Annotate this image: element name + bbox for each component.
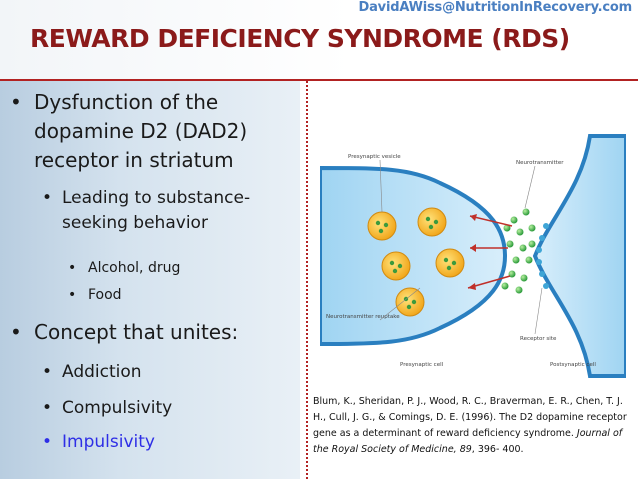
bullet-text: Food <box>88 287 122 303</box>
slide-title: REWARD DEFICIENCY SYNDROME (RDS) <box>30 24 570 53</box>
citation-authors: Blum, K., Sheridan, P. J., Wood, R. C., … <box>313 396 627 439</box>
bullet-dot: • <box>42 188 53 208</box>
bullet-dot: • <box>68 260 77 276</box>
bullet-dot: • <box>68 287 77 303</box>
watermark: DavidAWiss@NutritionInRecovery.com <box>358 0 633 15</box>
arrowheads <box>468 214 477 290</box>
vertical-divider <box>306 81 308 479</box>
bullet-dot: • <box>42 432 53 452</box>
bullet-text: seeking behavior <box>62 213 208 233</box>
bullet-dot: • <box>10 320 22 344</box>
label-postsynaptic-cell: Postsynaptic cell <box>550 362 596 368</box>
left-panel <box>0 79 300 479</box>
postsynaptic-cell <box>532 134 626 378</box>
label-neurotransmitter: Neurotransmitter <box>516 160 564 166</box>
label-reuptake: Neurotransmitter reuptake <box>326 314 400 320</box>
label-presynaptic-cell: Presynaptic cell <box>400 362 444 368</box>
citation-journal: Journal of the Royal Society of Medicine… <box>313 428 623 455</box>
label-receptor-site: Receptor site <box>520 336 557 342</box>
bullet-text: Alcohol, drug <box>88 260 181 276</box>
bullet-dot: • <box>10 90 22 114</box>
neurotransmitters <box>501 208 536 294</box>
bullet-text: dopamine D2 (DAD2) <box>34 119 248 143</box>
leader-lines <box>379 159 543 335</box>
bullet-dot: • <box>42 398 53 418</box>
bullet-text-highlighted: Impulsivity <box>62 432 155 452</box>
bullet-text: Compulsivity <box>62 398 173 418</box>
citation-pages: , 396- 400. <box>471 444 524 455</box>
synapse-illustration: Presynaptic vesicle Neurotransmitter Neu… <box>320 128 626 382</box>
label-presynaptic-vesicle: Presynaptic vesicle <box>348 154 401 160</box>
citation: Blum, K., Sheridan, P. J., Wood, R. C., … <box>313 394 635 458</box>
bullet-text: Leading to substance- <box>62 188 251 208</box>
bullet-text: receptor in striatum <box>34 148 234 172</box>
bullet-text: Addiction <box>62 362 142 382</box>
title-band <box>0 0 638 79</box>
presynaptic-terminal <box>320 166 508 347</box>
title-underline <box>0 79 638 81</box>
bullet-text: Concept that unites: <box>34 320 239 344</box>
receptor-sites <box>536 223 549 289</box>
bullet-text: Dysfunction of the <box>34 90 219 114</box>
bullet-dot: • <box>42 362 53 382</box>
synapse-diagram: Presynaptic vesicle Neurotransmitter Neu… <box>320 134 626 378</box>
vesicles <box>367 207 465 317</box>
